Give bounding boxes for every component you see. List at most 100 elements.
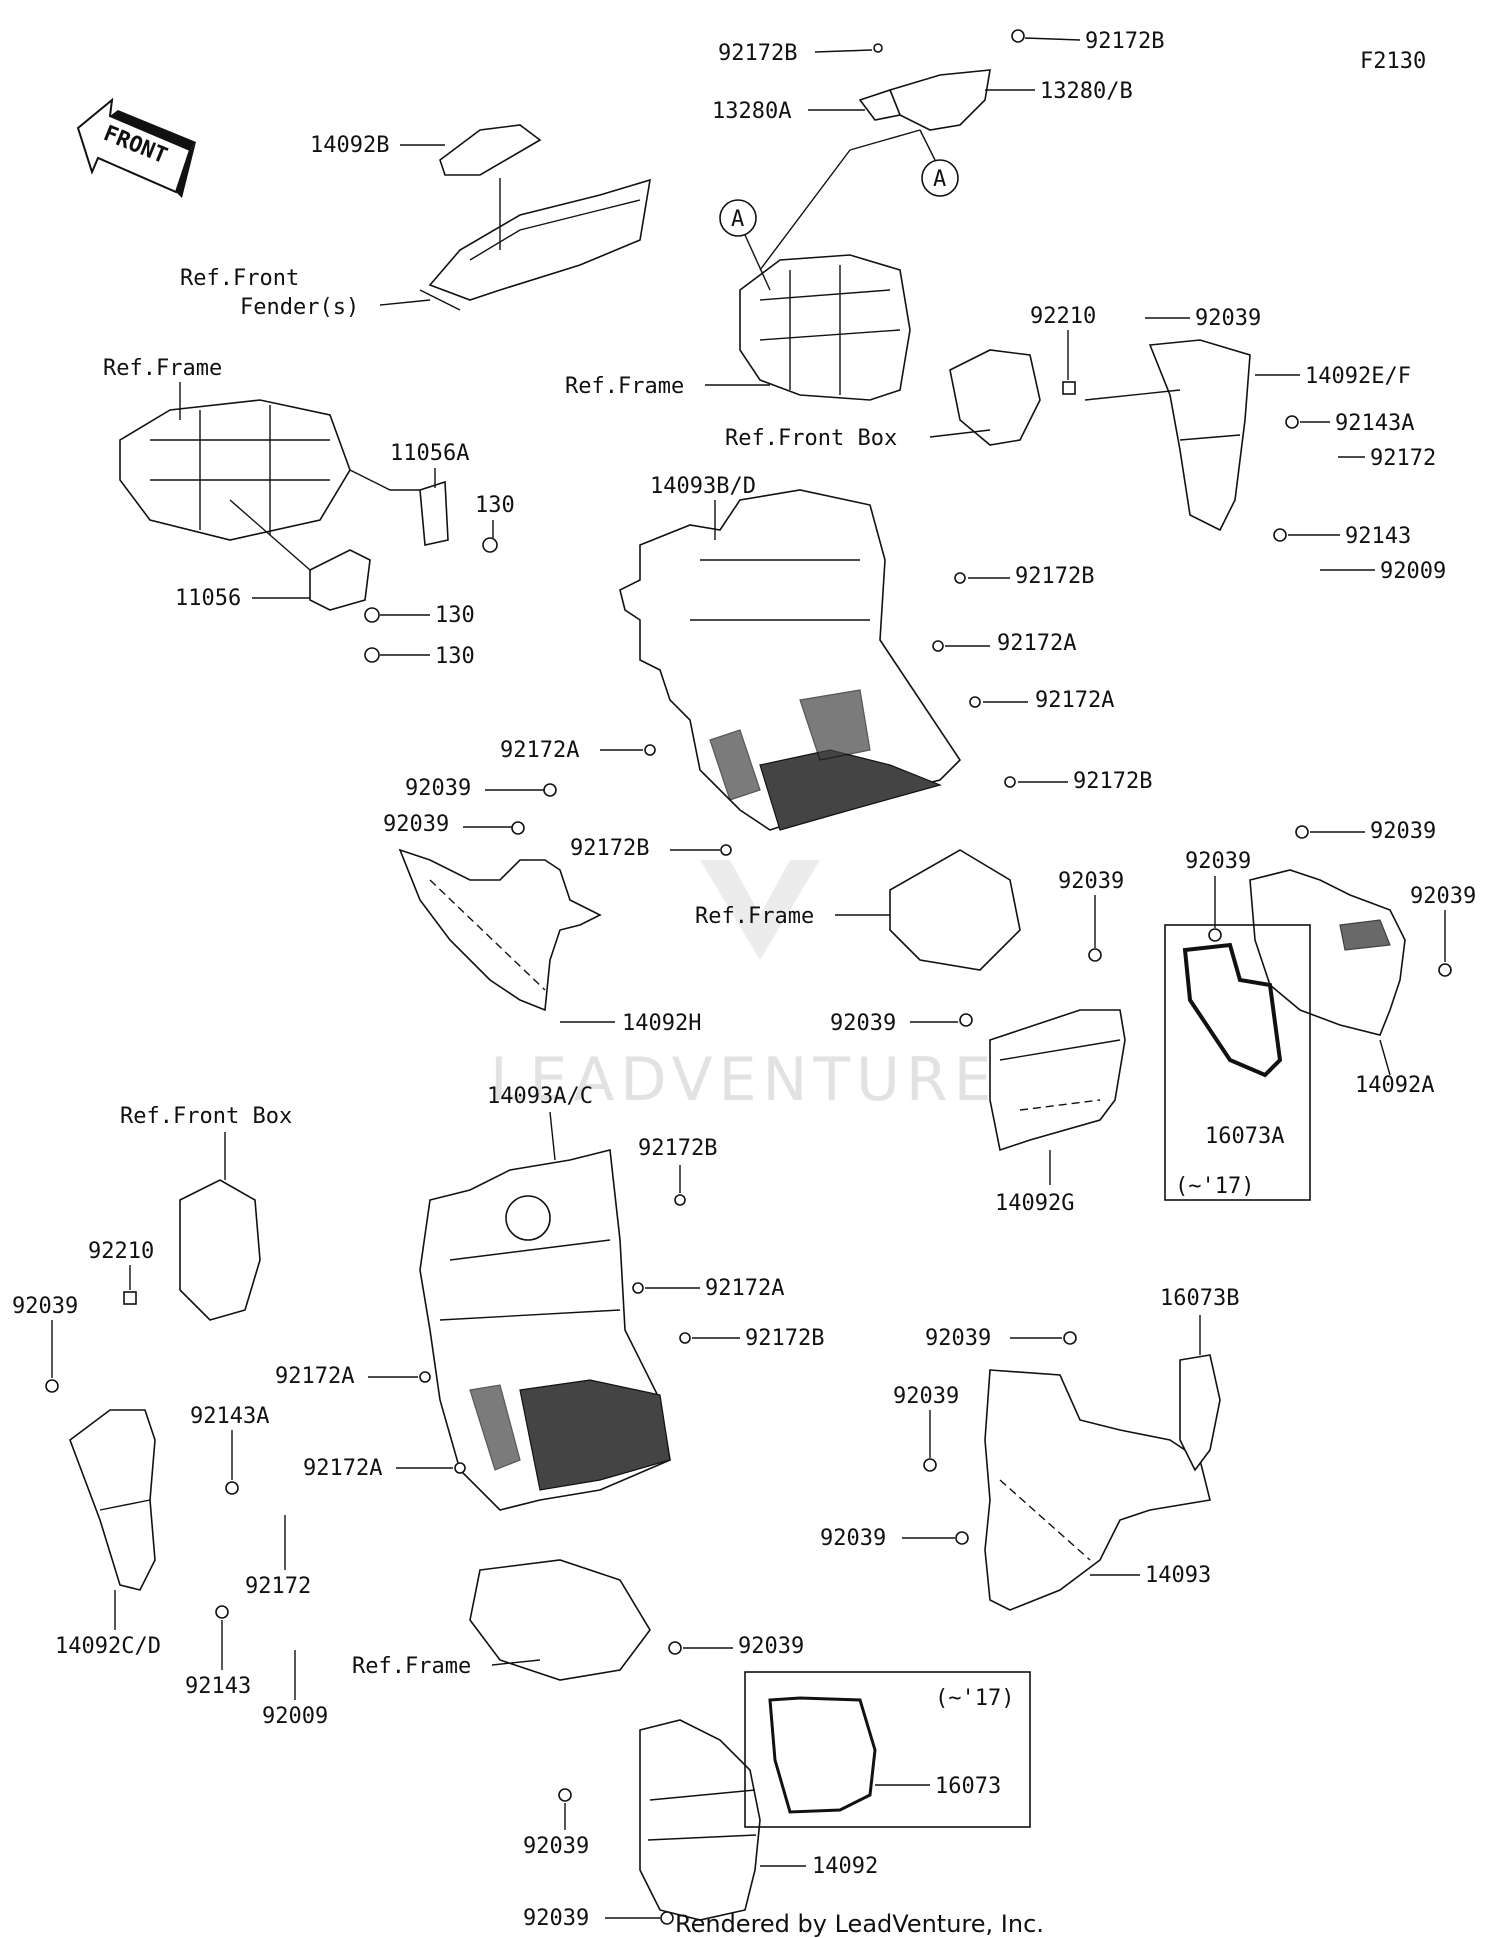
callout-92172B-center-3: 92172B (570, 836, 732, 861)
callout-92039-right-mid-3: 92039 (1410, 884, 1476, 977)
callout-14092: 14092 (760, 1854, 878, 1879)
callout-92039-14093-3: 92039 (820, 1526, 969, 1551)
label-92172-lower: 92172 (245, 1574, 311, 1599)
group-box-16073: (~'17) 16073 (744, 1671, 1031, 1828)
callout-92039-14092G-left: 92039 (830, 1011, 973, 1036)
frame-center-drawing (889, 849, 1021, 971)
marker-A-top: A (919, 129, 959, 197)
label-92172A-l1: 92172A (705, 1276, 784, 1301)
callout-ref-frame-lower: Ref.Frame (352, 1654, 541, 1679)
footer-credit: Rendered by LeadVenture, Inc. (675, 1910, 1044, 1938)
part-14093AC-drawing (419, 1149, 671, 1511)
callout-92172A-lower-2: 92172A (275, 1364, 431, 1389)
callout-92172-lower: 92172 (245, 1515, 311, 1599)
callout-92210-lower: 92210 (88, 1239, 154, 1305)
leader-frame-11056 (229, 499, 311, 571)
part-11056A-drawing (419, 480, 498, 553)
callout-14092B: 14092B (310, 133, 445, 158)
callout-92172B-center-1: 92172B (954, 564, 1094, 589)
label-92039-rm2: 92039 (1185, 849, 1251, 874)
callout-92172B-lower-2: 92172B (679, 1326, 824, 1351)
callout-130-b: 130 (380, 603, 475, 628)
callout-92009-top: 92009 (1320, 559, 1446, 584)
callout-92039-14093-1: 92039 (925, 1326, 1077, 1351)
label-14092B: 14092B (310, 133, 389, 158)
label-ref-front-fender-2: Fender(s) (240, 295, 359, 320)
label-92172B-a: 92172B (718, 41, 797, 66)
label-14092G: 14092G (995, 1191, 1074, 1216)
callout-92143A-lower: 92143A (190, 1404, 269, 1495)
part-14093BD-drawing (619, 489, 962, 831)
label-ref-frame-top: Ref.Frame (565, 374, 684, 399)
label-92009-lower: 92009 (262, 1704, 328, 1729)
callout-14093: 14093 (1090, 1563, 1211, 1588)
part-14092B-drawing (419, 124, 652, 311)
callout-13280B: 13280/B (985, 79, 1133, 104)
callout-92172B-lower-1: 92172B (638, 1136, 717, 1206)
frame-left-drawing (119, 399, 351, 541)
label-ref-frame-center: Ref.Frame (695, 904, 814, 929)
marker-A-frame-label: A (731, 207, 744, 232)
front-box-top-drawing (949, 349, 1041, 446)
label-130-a: 130 (475, 493, 515, 518)
label-130-b: 130 (435, 603, 475, 628)
label-92210-lower: 92210 (88, 1239, 154, 1264)
callout-92009-lower: 92009 (262, 1650, 328, 1729)
label-16073-years: (~'17) (935, 1686, 1014, 1711)
label-14093: 14093 (1145, 1563, 1211, 1588)
part-14093-drawing (984, 1354, 1221, 1611)
callout-92172A-center-3: 92172A (500, 738, 656, 763)
callout-92172A-center-1: 92172A (932, 631, 1076, 656)
part-14092CD-drawing (69, 1409, 156, 1591)
label-14092: 14092 (812, 1854, 878, 1879)
diagram-code: F2130 (1360, 49, 1426, 74)
marker-A-top-label: A (933, 167, 946, 192)
frame-lower-drawing (469, 1559, 651, 1681)
label-92172A-l2: 92172A (275, 1364, 354, 1389)
callout-92039-right-mid-2: 92039 (1185, 849, 1251, 942)
label-92039-r2: 92039 (893, 1384, 959, 1409)
callout-130-a: 130 (475, 493, 515, 538)
label-92143-lower: 92143 (185, 1674, 251, 1699)
label-14093BD: 14093B/D (650, 474, 756, 499)
label-92009-top: 92009 (1380, 559, 1446, 584)
label-16073B: 16073B (1160, 1286, 1239, 1311)
label-14092H: 14092H (622, 1011, 701, 1036)
front-arrow-icon: FRONT (76, 97, 196, 198)
callout-92039-bottom-3: 92039 (523, 1906, 674, 1931)
label-92143-top: 92143 (1345, 524, 1411, 549)
callout-92039-top-right: 92039 (1145, 306, 1261, 331)
label-92210-top: 92210 (1030, 304, 1096, 329)
callout-92143-top: 92143 (1273, 524, 1411, 549)
label-92039-ml1: 92039 (405, 776, 471, 801)
label-16073: 16073 (935, 1774, 1001, 1799)
callout-14092G: 14092G (995, 1150, 1074, 1216)
callout-92039-mid-left-2: 92039 (383, 812, 525, 837)
callout-130-c: 130 (380, 644, 475, 669)
callout-92039-bottom-1: 92039 (668, 1634, 804, 1659)
callout-92210-top: 92210 (1030, 304, 1181, 401)
callout-14093AC: 14093A/C (487, 1084, 593, 1161)
label-14092CD: 14092C/D (55, 1634, 161, 1659)
callout-92039-14093-2: 92039 (893, 1384, 959, 1472)
part-14092G-drawing (989, 1009, 1126, 1152)
label-16073A: 16073A (1205, 1124, 1284, 1149)
label-ref-frame-left: Ref.Frame (103, 356, 222, 381)
callout-92172A-lower-1: 92172A (632, 1276, 784, 1301)
label-92039-ml2: 92039 (383, 812, 449, 837)
label-11056: 11056 (175, 586, 241, 611)
callout-92143-lower: 92143 (185, 1605, 251, 1699)
label-92172A-c1: 92172A (997, 631, 1076, 656)
label-92039-b2: 92039 (523, 1834, 589, 1859)
label-ref-frame-lower: Ref.Frame (352, 1654, 471, 1679)
callout-92039-14092G-top: 92039 (1058, 869, 1124, 962)
callout-11056A: 11056A (390, 441, 469, 488)
label-92039-a: 92039 (1195, 306, 1261, 331)
label-92172A-c2: 92172A (1035, 688, 1114, 713)
part-14092EF-drawing (1148, 339, 1251, 532)
label-ref-front-box-lower: Ref.Front Box (120, 1104, 292, 1129)
front-box-lower-drawing (179, 1179, 261, 1321)
label-92039-r3: 92039 (820, 1526, 886, 1551)
label-14092A: 14092A (1355, 1073, 1434, 1098)
